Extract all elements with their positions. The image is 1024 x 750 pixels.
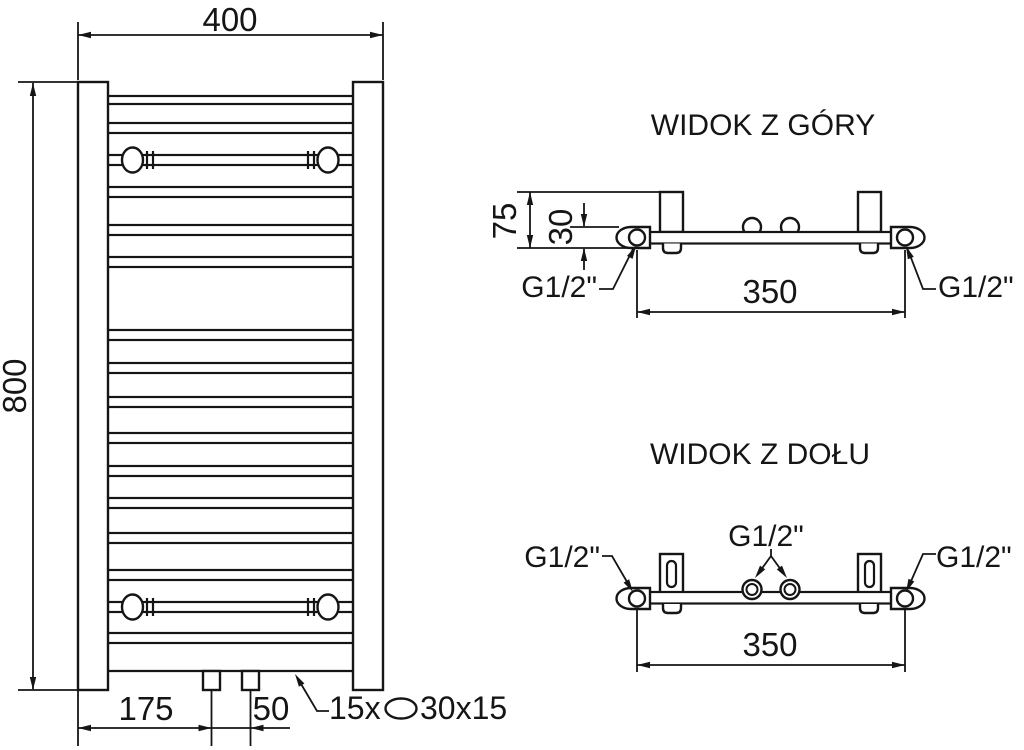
- tube-rung: [104, 395, 356, 409]
- bracket-foot: [858, 604, 880, 615]
- tube-rung: [104, 328, 356, 342]
- bracket-slot: [665, 559, 678, 589]
- collector-tube: [647, 590, 894, 605]
- dim-depth: 75: [486, 192, 629, 249]
- thread-port: [895, 228, 915, 247]
- bracket-foot: [858, 243, 880, 255]
- tube-rung: [104, 361, 356, 375]
- thread-left-label: G1/2": [521, 271, 597, 304]
- thread-center-label: G1/2": [728, 520, 804, 553]
- collector-tube: [647, 230, 894, 245]
- thread-labels-bottom: G1/2" G1/2": [524, 541, 1012, 592]
- thread-port: [627, 589, 647, 608]
- tube-rung: [104, 568, 356, 582]
- dim-height-label: 800: [0, 358, 33, 413]
- center-connection: [783, 583, 797, 596]
- dim-tube-depth: 30: [542, 203, 619, 270]
- thread-left-label: G1/2": [524, 541, 600, 574]
- mount-knob: [316, 146, 340, 174]
- dim-spacing-label: 50: [253, 690, 290, 727]
- connection-stub-right: [240, 669, 261, 692]
- top-view: WIDOK Z GÓRY 75 30: [486, 109, 1014, 318]
- thread-center-callout: G1/2": [728, 520, 804, 578]
- tube-rung: [104, 223, 356, 237]
- mount-knobs: [120, 146, 340, 621]
- mount-knob: [120, 146, 145, 174]
- tube-rung: [104, 255, 356, 269]
- tube-rung: [104, 121, 356, 135]
- front-view: 400 800 175 50 15x 3: [0, 1, 507, 746]
- thread-labels-top: G1/2" G1/2": [521, 246, 1014, 304]
- right-collector: [351, 80, 385, 692]
- thread-right-label: G1/2": [938, 271, 1014, 304]
- dim-depth-label: 75: [486, 203, 523, 240]
- dim-offset-label: 175: [118, 690, 173, 727]
- tube-rung: [104, 496, 356, 510]
- dim-connection-spacing-bottom: 350: [636, 609, 906, 672]
- dim-tube-depth-label: 30: [542, 209, 579, 246]
- tube-rungs: [104, 94, 356, 645]
- bracket-foot: [661, 604, 683, 615]
- bottom-view: WIDOK Z DOŁU G1/2" G1/2": [524, 438, 1012, 672]
- dim-connection-spacing-top: 350: [636, 250, 906, 318]
- tube-rung: [104, 631, 356, 645]
- mount-knob: [316, 593, 340, 621]
- dim-height: 800: [0, 81, 78, 691]
- dim-width-label: 400: [202, 1, 257, 38]
- tube-rung: [104, 185, 356, 199]
- thread-port: [627, 228, 647, 247]
- bracket-slot: [863, 559, 876, 589]
- tube-rung: [104, 464, 356, 478]
- dim-bottom-connections: 175 50: [77, 690, 290, 746]
- thread-port: [895, 589, 915, 608]
- left-collector: [76, 80, 110, 692]
- tube-count-label: 15x: [329, 690, 381, 726]
- wall-bracket: [856, 190, 883, 234]
- tube-rung: [104, 431, 356, 445]
- bottom-view-title: WIDOK Z DOŁU: [650, 438, 870, 471]
- dim-width: 400: [77, 1, 384, 80]
- dim-connection-spacing-label: 350: [742, 626, 797, 663]
- tube-rung: [104, 531, 356, 545]
- connection-stub-left: [201, 669, 222, 692]
- mount-knob: [120, 593, 145, 621]
- top-view-title: WIDOK Z GÓRY: [651, 109, 875, 142]
- tube-profile-label: 30x15: [420, 690, 507, 726]
- thread-right-label: G1/2": [936, 541, 1012, 574]
- center-connection: [745, 583, 759, 596]
- oval-profile-icon: [384, 697, 418, 720]
- bracket-foot: [661, 243, 683, 255]
- tube-rung: [104, 94, 356, 106]
- wall-bracket: [658, 190, 685, 234]
- dim-connection-spacing-label: 350: [742, 273, 797, 310]
- tube-profile-note: 15x 30x15: [295, 674, 507, 726]
